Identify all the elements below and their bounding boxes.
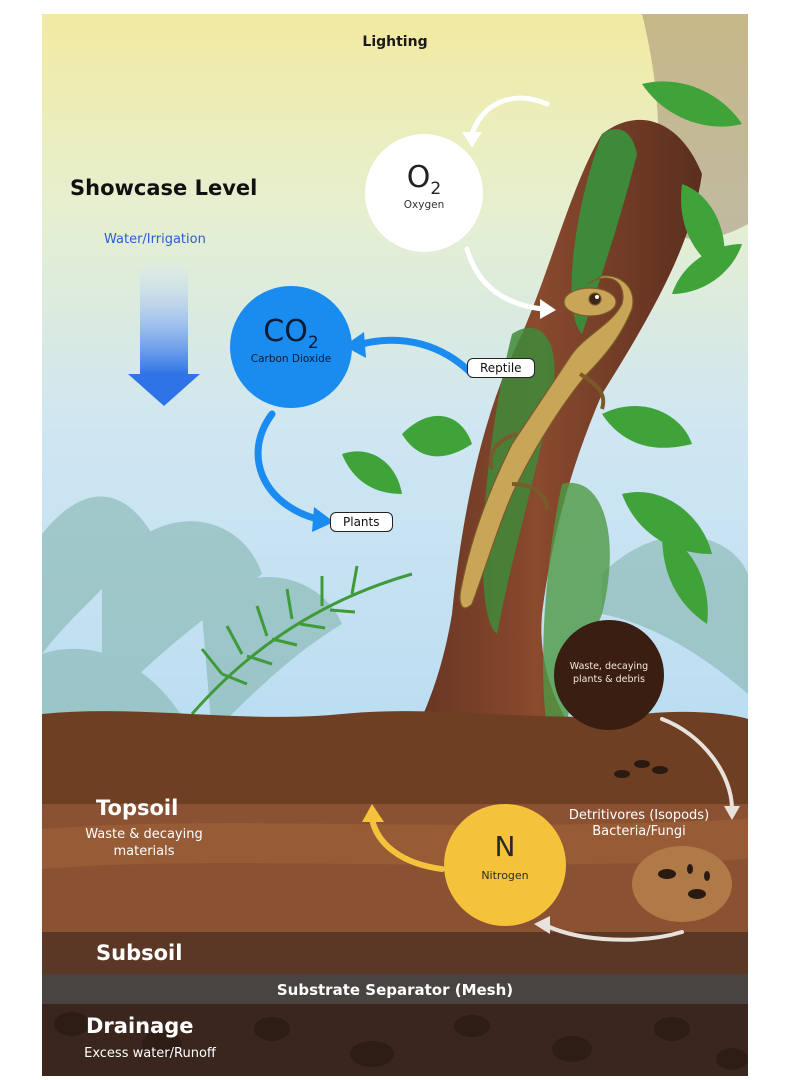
plants-tag: Plants (330, 512, 393, 532)
fern (190, 565, 413, 715)
reptile-tag: Reptile (467, 358, 535, 378)
waste-node: Waste, decaying plants & debris (554, 620, 664, 730)
oxygen-node: O2 Oxygen (365, 134, 483, 252)
mesh-layer (42, 974, 748, 1004)
co2-subscript: 2 (307, 333, 319, 353)
isopod-pocket (632, 846, 732, 922)
detritivores-label: Detritivores (Isopods)Bacteria/Fungi (547, 808, 731, 840)
nitrogen-label: Nitrogen (481, 869, 529, 882)
terrarium-illustration (42, 14, 748, 1076)
water-arrow (128, 264, 200, 406)
waste-line-2: plants & debris (572, 674, 646, 685)
topsoil-desc-line-1: Waste & decaying (85, 827, 203, 842)
waste-line-1: Waste, decaying (569, 661, 649, 672)
nitrogen-node: N Nitrogen (444, 804, 566, 926)
detritivores-line-2: Bacteria/Fungi (592, 824, 686, 839)
oxygen-subscript: 2 (430, 179, 442, 199)
lighting-label: Lighting (362, 34, 428, 50)
co2-label: Carbon Dioxide (250, 353, 332, 365)
gecko (459, 275, 634, 609)
detritivores-line-1: Detritivores (Isopods) (568, 808, 710, 823)
water-irrigation-label: Water/Irrigation (104, 232, 206, 247)
drainage-description: Excess water/Runoff (84, 1046, 216, 1061)
carbon-dioxide-node: CO2 Carbon Dioxide (230, 286, 352, 408)
topsoil-description: Waste & decaying materials (64, 826, 224, 860)
topsoil-desc-line-2: materials (113, 844, 175, 859)
topsoil-heading: Topsoil (96, 796, 179, 820)
cycle-arrows (254, 95, 740, 942)
oxygen-label: Oxygen (403, 199, 445, 211)
subsoil-heading: Subsoil (96, 941, 183, 965)
nitrogen-symbol: N (494, 830, 516, 863)
drainage-heading: Drainage (86, 1014, 194, 1038)
co2-symbol: CO (263, 314, 308, 349)
plant-leaves (342, 81, 742, 624)
substrate-separator-label: Substrate Separator (Mesh) (276, 981, 514, 999)
surface-litter (42, 711, 748, 814)
oxygen-symbol: O (406, 160, 431, 195)
terrarium-diagram: Lighting Showcase Level Water/Irrigation… (42, 14, 748, 1076)
showcase-level-title: Showcase Level (70, 176, 258, 200)
background-foliage (42, 496, 748, 734)
